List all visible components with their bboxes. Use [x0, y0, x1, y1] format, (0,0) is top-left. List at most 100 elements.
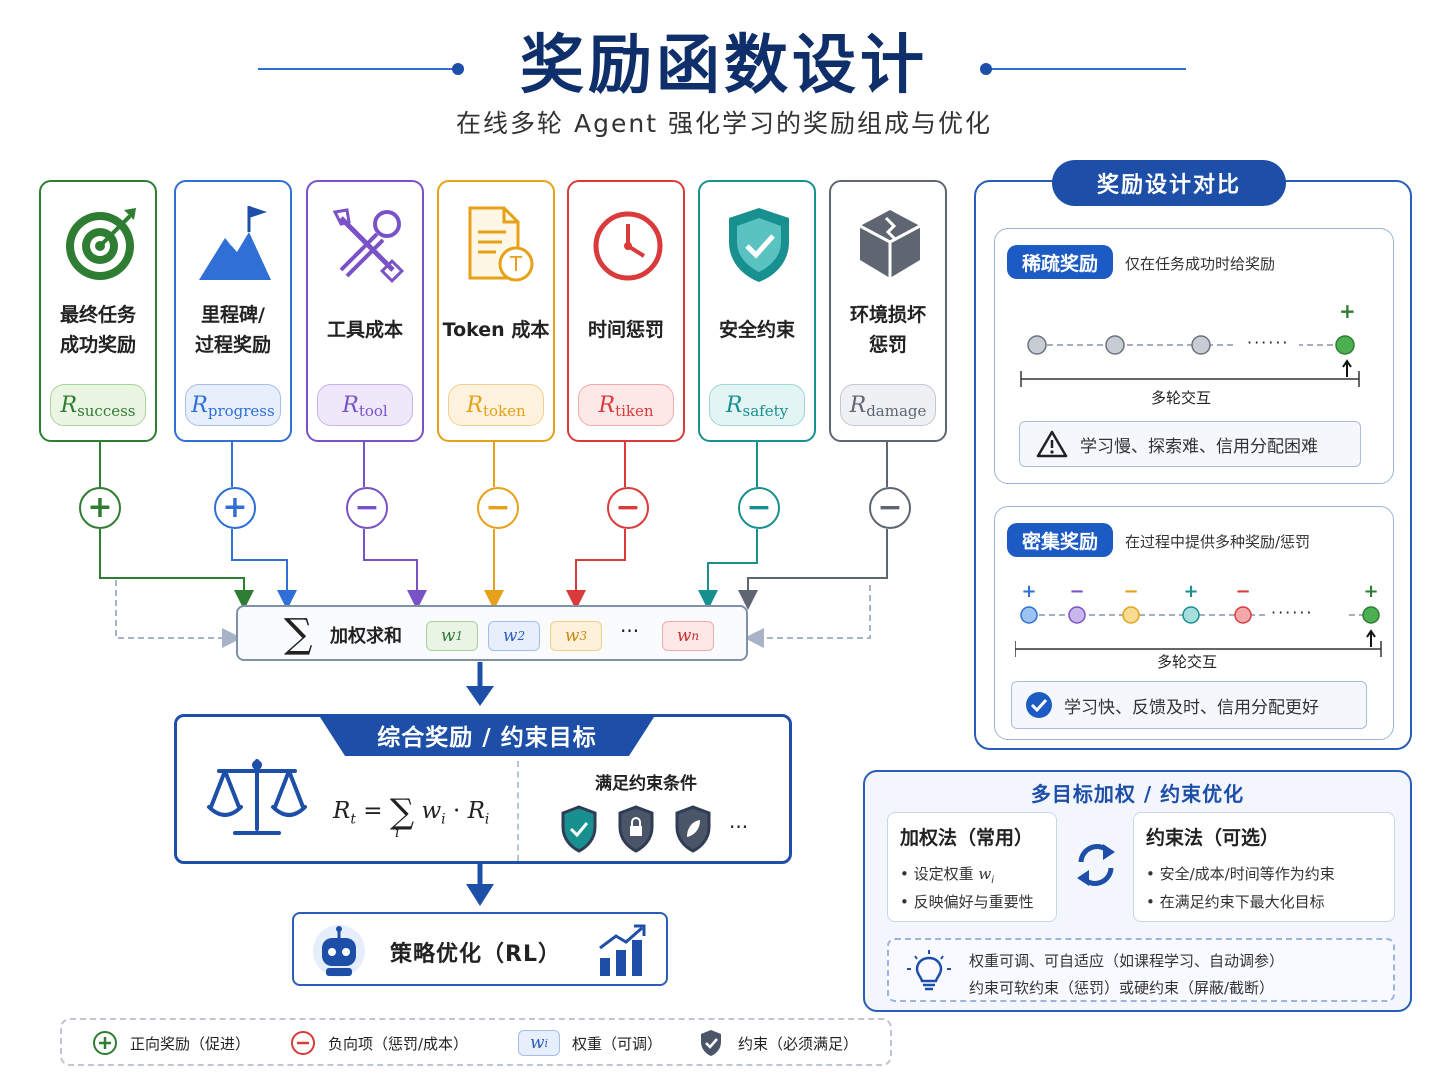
policy-optimization-box: 策略优化（RL）: [292, 912, 668, 986]
target-icon: [66, 208, 136, 280]
tools-icon: [332, 208, 405, 284]
objective-divider: [517, 761, 519, 861]
constraint-label: 满足约束条件: [595, 774, 697, 794]
svg-text:+: +: [1021, 581, 1036, 602]
dense-benefit-box: 学习快、反馈及时、信用分配更好: [1011, 681, 1367, 729]
balance-scale-icon: [207, 759, 307, 835]
constraint-shields: [561, 805, 711, 853]
minus-circle-icon: −: [607, 487, 649, 529]
shield-lock-icon: [618, 805, 654, 853]
growth-chart-icon: [599, 924, 646, 976]
broken-cube-icon: [859, 210, 921, 278]
shield-icon: [701, 1030, 721, 1056]
sparse-axis-label: 多轮交互: [1151, 389, 1212, 407]
comparison-title: 奖励设计对比: [1052, 160, 1286, 206]
reward-card-label: 里程碑/ 过程奖励: [194, 304, 271, 356]
tip-1: 权重可调、可自适应（如课程学习、自动调参）: [969, 952, 1285, 970]
comparison-panel: 稀疏奖励 仅在任务成功时给奖励 + ······ 多轮交互 学习慢、探索难、信用…: [974, 180, 1412, 750]
shield-leaf-icon: [675, 805, 711, 853]
sum-symbol: ∑: [389, 792, 415, 832]
legend-constraint: 约束（必须满足）: [738, 1035, 859, 1053]
sparse-dots: ······: [1247, 333, 1290, 352]
sparse-desc: 仅在任务成功时给奖励: [1125, 255, 1276, 273]
svg-text:−: −: [1069, 581, 1084, 602]
dense-timeline: + − − + − +: [1015, 581, 1382, 657]
constraint-bullet-2: • 在满足约束下最大化目标: [1146, 893, 1325, 911]
swap-arrows-icon: [1077, 844, 1115, 886]
reward-card-label: 时间惩罚: [587, 319, 664, 341]
plus-circle-icon: [93, 1031, 117, 1055]
reward-card-label: Token 成本: [442, 319, 550, 341]
tips-box: 权重可调、可自适应（如课程学习、自动调参） 约束可软约束（惩罚）或硬约束（屏蔽/…: [887, 938, 1395, 1002]
page-subtitle: 在线多轮 Agent 强化学习的奖励组成与优化: [456, 109, 992, 138]
constraint-ellipsis: ···: [729, 815, 749, 839]
plus-circle-icon: +: [79, 487, 121, 529]
robot-icon: [313, 925, 365, 977]
flow-connectors: [99, 442, 888, 648]
svg-text:−: −: [1123, 581, 1138, 602]
sigma-icon: ∑: [284, 611, 313, 657]
svg-text:+: +: [1363, 581, 1378, 602]
clock-icon: [593, 211, 663, 281]
sparse-tag: 稀疏奖励: [1007, 245, 1113, 279]
tip-2: 约束可软约束（惩罚）或硬约束（屏蔽/截断）: [969, 979, 1275, 997]
sum-index: i: [395, 825, 400, 841]
svg-text:−: −: [1235, 581, 1250, 602]
page-title: 奖励函数设计: [520, 29, 928, 103]
minus-circle-icon: [291, 1031, 315, 1055]
warning-icon: [1036, 430, 1068, 458]
dense-tag: 密集奖励: [1007, 523, 1113, 557]
weighted-method-box: 加权法（常用） • 设定权重 wi • 反映偏好与重要性: [887, 812, 1057, 922]
reward-card-label: 安全约束: [718, 319, 795, 341]
minus-circle-icon: −: [869, 487, 911, 529]
dense-dots: ······: [1271, 603, 1314, 622]
multi-objective-panel: 多目标加权 / 约束优化 加权法（常用） • 设定权重 wi • 反映偏好与重要…: [863, 770, 1412, 1012]
sparse-warning: 学习慢、探索难、信用分配困难: [1080, 436, 1318, 457]
dense-desc: 在过程中提供多种奖励/惩罚: [1125, 533, 1311, 551]
constraint-method-title: 约束法（可选）: [1146, 827, 1280, 849]
reward-card-label: 最终任务 成功奖励: [59, 304, 136, 356]
weighted-bullet-2: • 反映偏好与重要性: [900, 893, 1034, 911]
legend-positive: 正向奖励（促进）: [130, 1035, 251, 1053]
policy-label: 策略优化（RL）: [390, 942, 561, 967]
sparse-plus: +: [1339, 299, 1356, 323]
svg-text:+: +: [1183, 581, 1198, 602]
minus-circle-icon: −: [477, 487, 519, 529]
minus-circle-icon: −: [738, 487, 780, 529]
check-circle-icon: [1026, 692, 1052, 718]
reward-formula: Rt = ∑ wi · Ri: [333, 792, 490, 832]
weight-ellipsis: ···: [620, 619, 640, 643]
multi-objective-title: 多目标加权 / 约束优化: [1030, 782, 1245, 806]
constraint-method-box: 约束法（可选） • 安全/成本/时间等作为约束 • 在满足约束下最大化目标: [1133, 812, 1395, 922]
constraint-bullet-1: • 安全/成本/时间等作为约束: [1146, 865, 1335, 883]
objective-title: 综合奖励 / 约束目标: [318, 714, 656, 756]
shield-check-icon: [729, 208, 789, 282]
dense-reward-panel: 密集奖励 在过程中提供多种奖励/惩罚 + − − + − + ·····: [994, 506, 1394, 740]
weighted-sum-label: 加权求和: [330, 626, 402, 647]
dense-axis-label: 多轮交互: [1157, 653, 1218, 671]
weighted-bullet-1: • 设定权重 wi: [900, 865, 995, 886]
reward-card-label: 环境损坏 惩罚: [849, 304, 926, 356]
svg-text:T: T: [509, 252, 523, 276]
shield-check-icon: [561, 805, 597, 853]
dense-benefit: 学习快、反馈及时、信用分配更好: [1064, 697, 1319, 718]
